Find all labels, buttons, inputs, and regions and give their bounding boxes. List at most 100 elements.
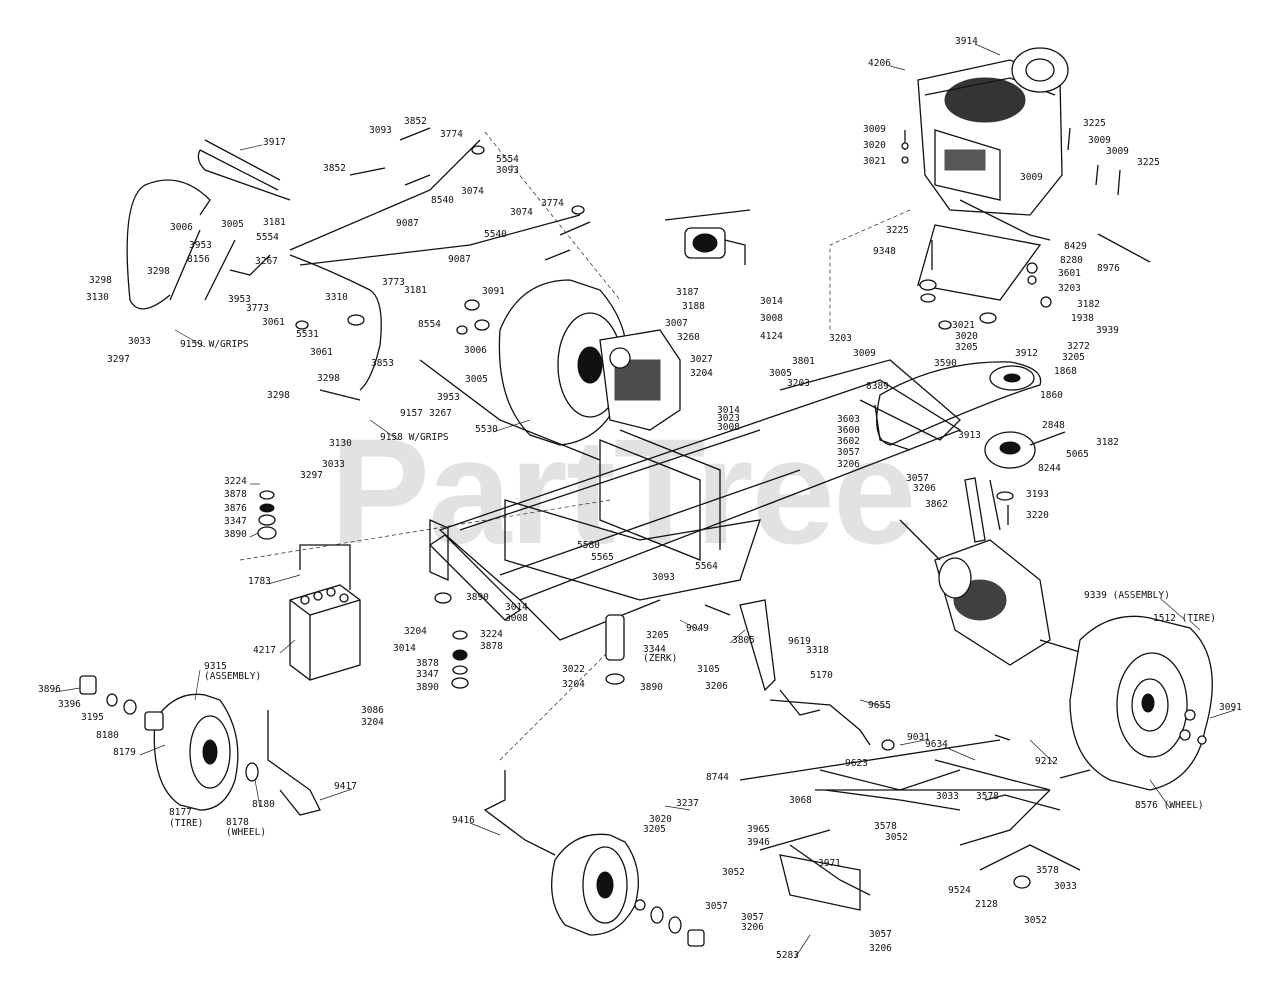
part-label: 3298 xyxy=(267,390,290,401)
part-label: 3009 xyxy=(1106,146,1129,157)
electric-clutch xyxy=(984,431,1066,525)
part-label: 5564 xyxy=(695,561,718,572)
part-label: 3009 xyxy=(1088,135,1111,146)
part-label: 8976 xyxy=(1097,263,1120,274)
part-label: 3052 xyxy=(1024,915,1047,926)
part-label: 8180 xyxy=(252,799,275,810)
part-label: 3310 xyxy=(325,292,348,303)
part-label: 3878 xyxy=(480,641,503,652)
part-label: 3953 xyxy=(189,240,212,251)
part-label: 3022 xyxy=(562,664,585,675)
part-label: 3225 xyxy=(1137,157,1160,168)
part-label: 8178 xyxy=(226,817,249,828)
part-label: 3204 xyxy=(562,679,585,690)
part-label: 3396 xyxy=(58,699,81,710)
part-label: 3182 xyxy=(1096,437,1119,448)
part-label: 3225 xyxy=(886,225,909,236)
engine-assembly xyxy=(917,47,1069,301)
part-label: 3105 xyxy=(697,664,720,675)
part-label: 5065 xyxy=(1066,449,1089,460)
part-label: 3913 xyxy=(958,430,981,441)
part-label: 3187 xyxy=(676,287,699,298)
part-label: 3267 xyxy=(429,408,452,419)
part-label: 3224 xyxy=(480,629,503,640)
part-label: 9623 xyxy=(845,758,868,769)
steering-linkage xyxy=(704,599,1091,911)
part-label: 9087 xyxy=(448,254,471,265)
part-label: 3033 xyxy=(936,791,959,802)
part-label: 3074 xyxy=(461,186,484,197)
part-number-labels: 3914 4206 3009 3020 3021 3225 3009 3009 … xyxy=(38,36,1242,961)
part-label: 3086 xyxy=(361,705,384,716)
part-label: 3061 xyxy=(262,317,285,328)
part-label: 3057 xyxy=(741,912,764,923)
part-label: 9087 xyxy=(396,218,419,229)
part-label: 3853 xyxy=(371,358,394,369)
part-label: 3091 xyxy=(482,286,505,297)
part-label: 3298 xyxy=(317,373,340,384)
starter-motor xyxy=(664,209,751,265)
part-label: 2128 xyxy=(975,899,998,910)
part-label: 3204 xyxy=(404,626,427,637)
part-label: 3225 xyxy=(1083,118,1106,129)
part-label: 3027 xyxy=(690,354,713,365)
part-label: 3206 xyxy=(837,459,860,470)
part-label: 9158 W/GRIPS xyxy=(380,432,449,443)
part-label: 1512 (TIRE) xyxy=(1153,613,1216,624)
part-label: 3204 xyxy=(690,368,713,379)
part-label: 3014 xyxy=(760,296,783,307)
part-label: 3206 xyxy=(913,483,936,494)
part-label: 3203 xyxy=(1058,283,1081,294)
part-label: 3603 xyxy=(837,414,860,425)
part-label: 3009 xyxy=(853,348,876,359)
part-label: 3852 xyxy=(404,116,427,127)
main-frame xyxy=(428,359,962,641)
part-label: 8576 (WHEEL) xyxy=(1135,800,1204,811)
part-label: 8540 xyxy=(431,195,454,206)
part-label: 5554 xyxy=(256,232,279,243)
part-label: 3297 xyxy=(300,470,323,481)
part-label: 3188 xyxy=(682,301,705,312)
part-label: 3578 xyxy=(874,821,897,832)
part-label: 9634 xyxy=(925,739,948,750)
front-right-wheel xyxy=(483,770,705,947)
part-label: 8280 xyxy=(1060,255,1083,266)
part-label: 3267 xyxy=(255,256,278,267)
part-label: 3774 xyxy=(440,129,463,140)
part-label: 3344 xyxy=(643,644,666,655)
part-label: 3057 xyxy=(869,929,892,940)
transaxle-assembly xyxy=(899,477,1091,666)
part-label: 3020 xyxy=(649,814,672,825)
part-label: 3204 xyxy=(361,717,384,728)
part-label: 3205 xyxy=(955,342,978,353)
part-label: 3852 xyxy=(323,163,346,174)
isolator-stacks xyxy=(257,490,625,689)
part-label: 3033 xyxy=(322,459,345,470)
part-label: 8244 xyxy=(1038,463,1061,474)
part-label: 5530 xyxy=(475,424,498,435)
part-label: (ZERK) xyxy=(643,653,677,664)
part-label: 3971 xyxy=(818,858,841,869)
part-label: 5554 xyxy=(496,154,519,165)
part-label: 3057 xyxy=(705,901,728,912)
part-label: 3203 xyxy=(787,378,810,389)
part-label: 4206 xyxy=(868,58,891,69)
part-label: 3890 xyxy=(466,592,489,603)
part-label: 3014 xyxy=(717,405,740,416)
part-label: 3091 xyxy=(1219,702,1242,713)
part-label: 3237 xyxy=(676,798,699,809)
part-label: (TIRE) xyxy=(169,818,203,829)
part-label: 3009 xyxy=(863,124,886,135)
part-label: 3318 xyxy=(806,645,829,656)
part-label: 3206 xyxy=(741,922,764,933)
part-label: 3896 xyxy=(38,684,61,695)
part-label: 3195 xyxy=(81,712,104,723)
tie-rod xyxy=(739,739,1050,851)
part-label: 8177 xyxy=(169,807,192,818)
part-label: 4217 xyxy=(253,645,276,656)
part-label: 3093 xyxy=(652,572,675,583)
part-label: 3953 xyxy=(228,294,251,305)
part-label: 8554 xyxy=(418,319,441,330)
part-label: 3008 xyxy=(760,313,783,324)
